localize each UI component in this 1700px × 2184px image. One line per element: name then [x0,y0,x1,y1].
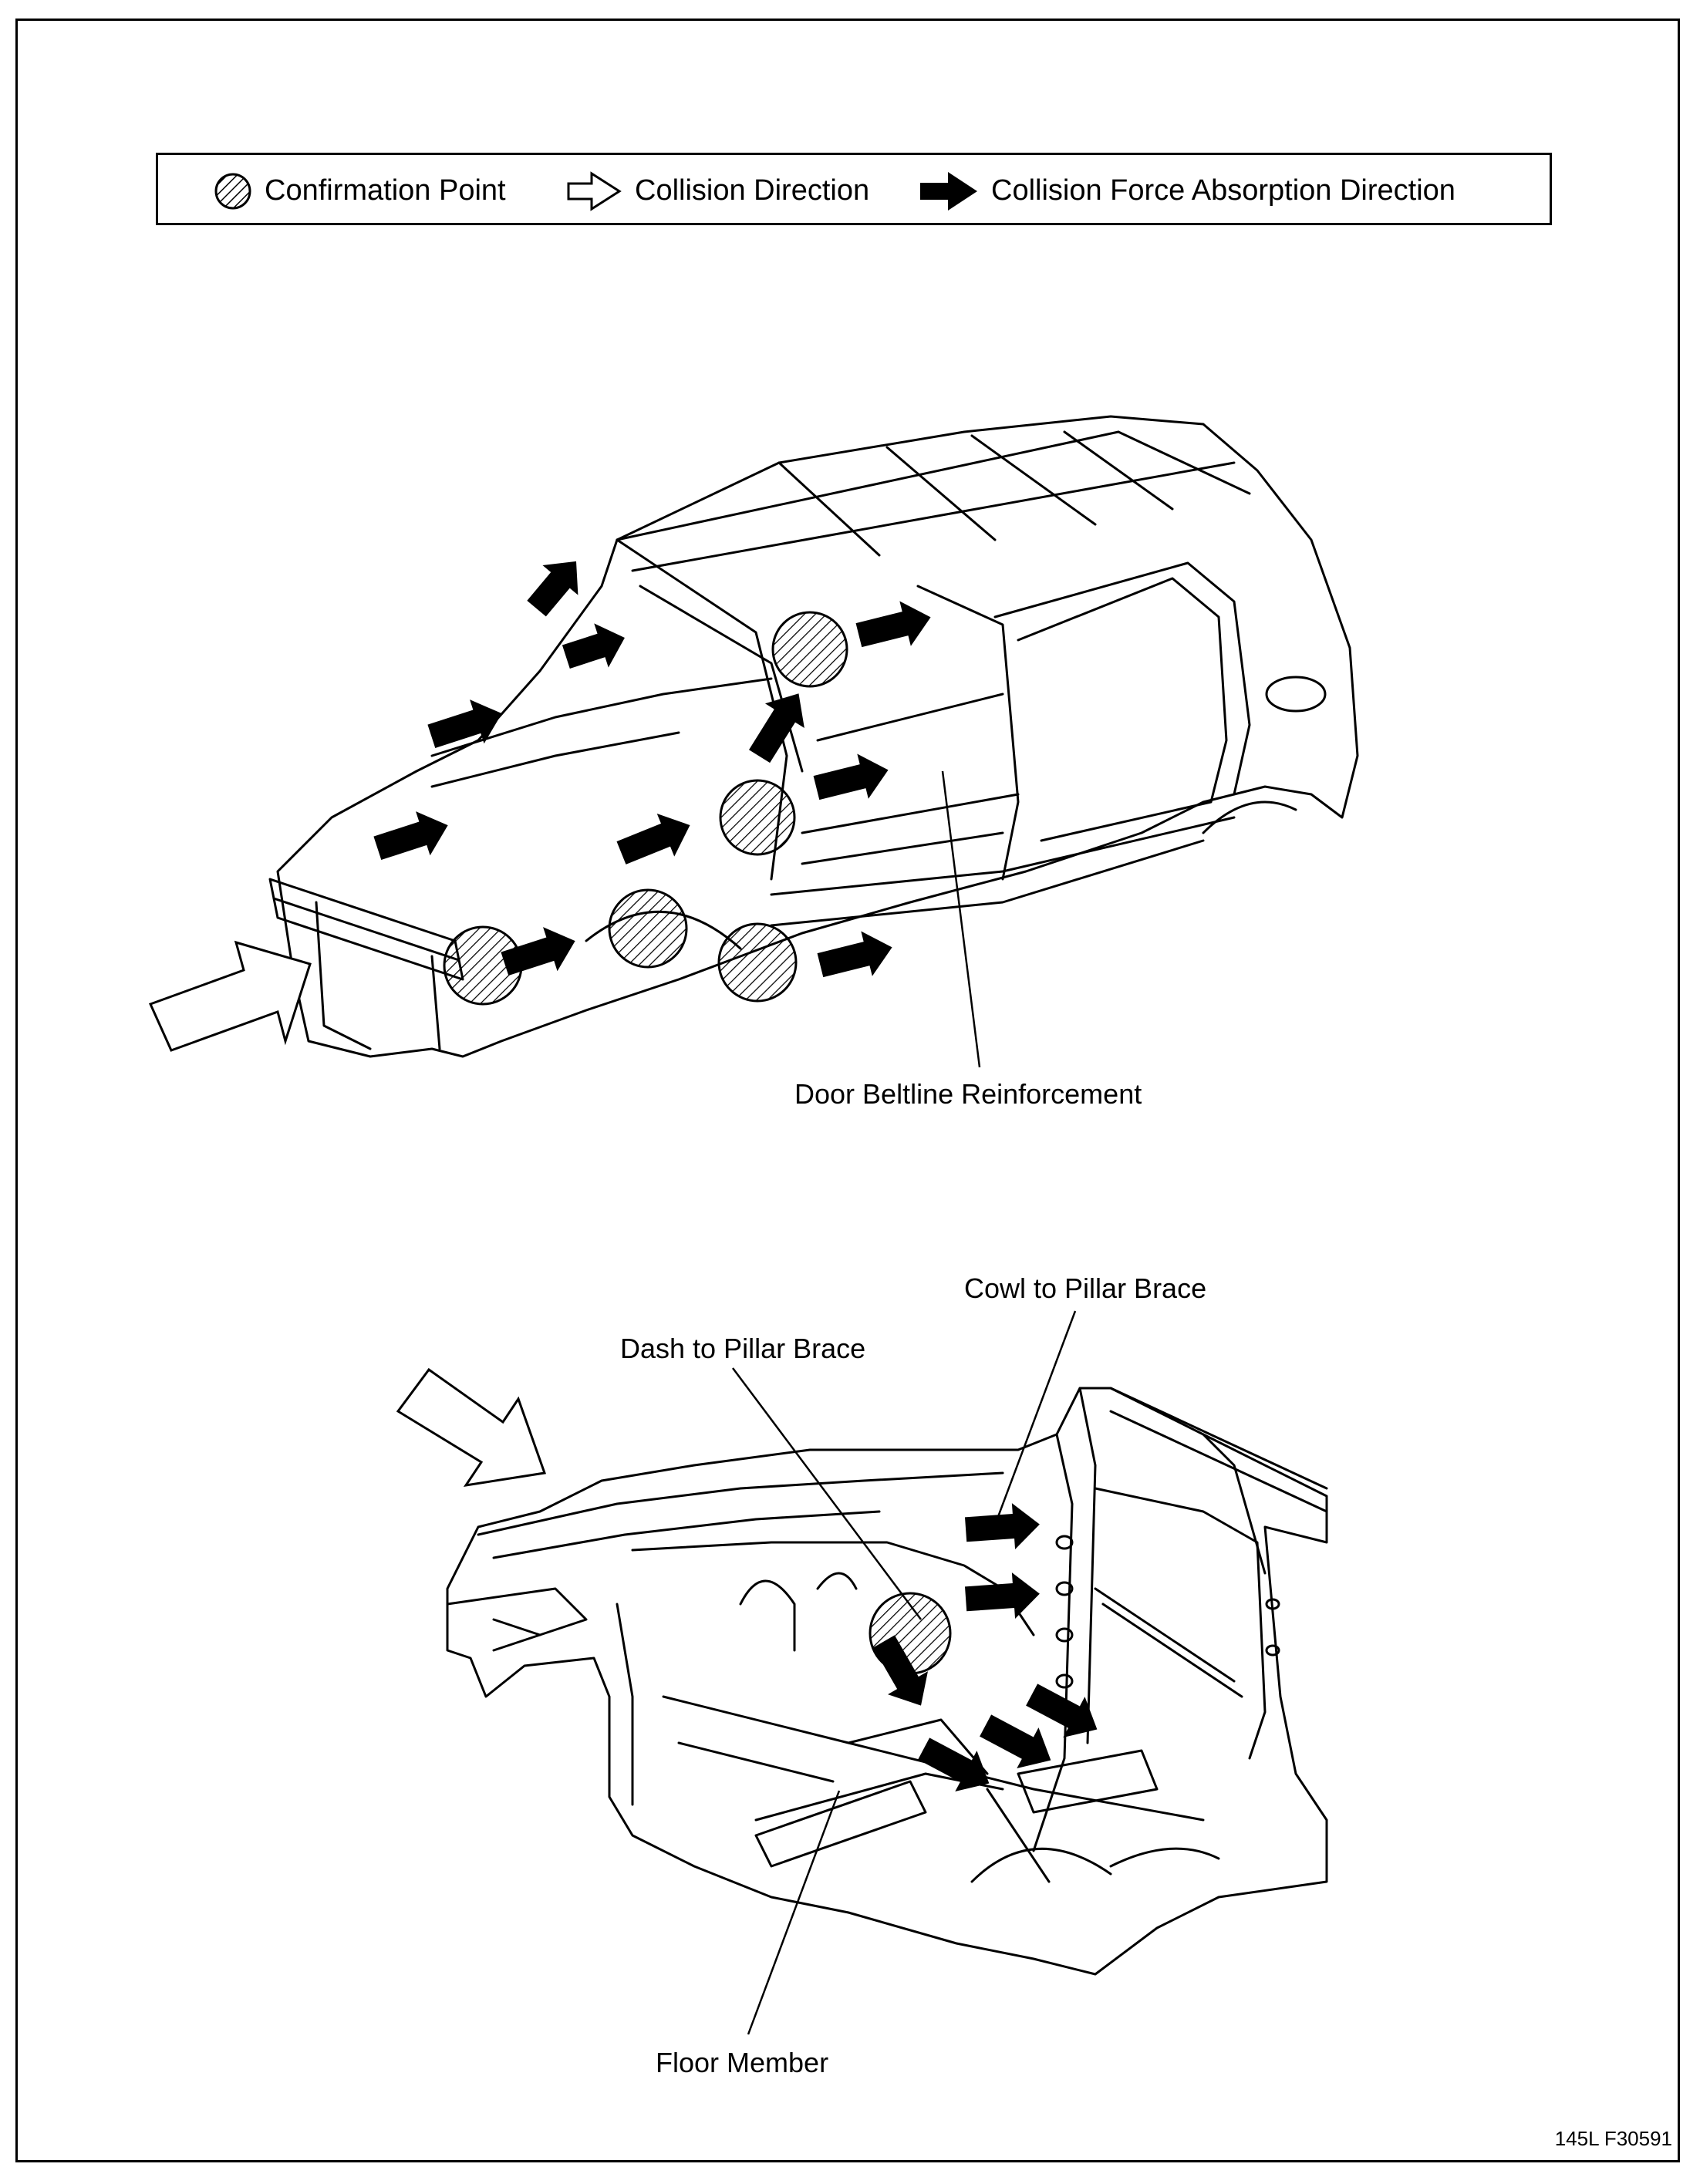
bottom-absorption-arrows [873,1503,1098,1792]
callout-door-beltline: Door Beltline Reinforcement [794,1078,1142,1110]
legend-icons [214,171,977,211]
outline-arrow-icon [148,940,312,1052]
solid-arrow-icon [918,1737,990,1792]
callout-cowl-brace: Cowl to Pillar Brace [964,1272,1207,1304]
bottom-cabin-illustration [446,1387,1328,1976]
solid-arrow-icon [965,1503,1040,1549]
figure-id: 145L F30591 [1554,2127,1672,2150]
bottom-collision-arrow [396,1367,547,1488]
solid-arrow-icon [855,601,931,648]
outline-arrow-icon [567,171,622,211]
solid-arrow-icon [813,753,889,800]
solid-arrow-icon [427,699,502,749]
solid-arrow-icon [873,1635,928,1706]
confirmation-point-marker [719,779,796,856]
confirmation-point-marker [771,611,848,688]
floor-member-leader-line [747,1790,841,2035]
solid-arrow-icon [373,811,448,861]
cowl-brace-leader-line [995,1310,1077,1522]
confirmation-point-marker [608,888,688,969]
callout-dash-brace: Dash to Pillar Brace [620,1333,866,1364]
solid-arrow-icon [980,1714,1051,1769]
solid-arrow-icon [501,927,575,976]
legend-box: Confirmation Point Collision Direction C… [156,153,1552,225]
dash-brace-leader-line [731,1367,923,1620]
solid-arrow-icon [817,931,892,978]
solid-arrow-icon [616,813,690,865]
door-beltline-leader-line [941,770,981,1068]
top-collision-arrow [148,940,312,1052]
legend-absorption-direction: Collision Force Absorption Direction [991,174,1455,207]
top-vehicle-body-illustration [268,415,1359,1058]
top-absorption-arrows [373,561,931,978]
top-confirmation-points [443,611,848,1006]
outline-arrow-icon [396,1367,547,1488]
legend-confirmation-point: Confirmation Point [265,174,506,207]
page-frame [15,19,1680,2162]
solid-arrow-icon [965,1572,1040,1619]
solid-arrow-icon [1026,1684,1098,1738]
legend-collision-direction: Collision Direction [635,174,870,207]
solid-arrow-icon [748,693,804,763]
solid-arrow-icon [527,561,578,617]
callout-floor-member: Floor Member [656,2047,829,2078]
hatched-circle-icon [214,173,251,210]
confirmation-point-marker [717,922,798,1003]
solid-arrow-icon [562,623,625,669]
solid-arrow-icon [920,172,977,211]
